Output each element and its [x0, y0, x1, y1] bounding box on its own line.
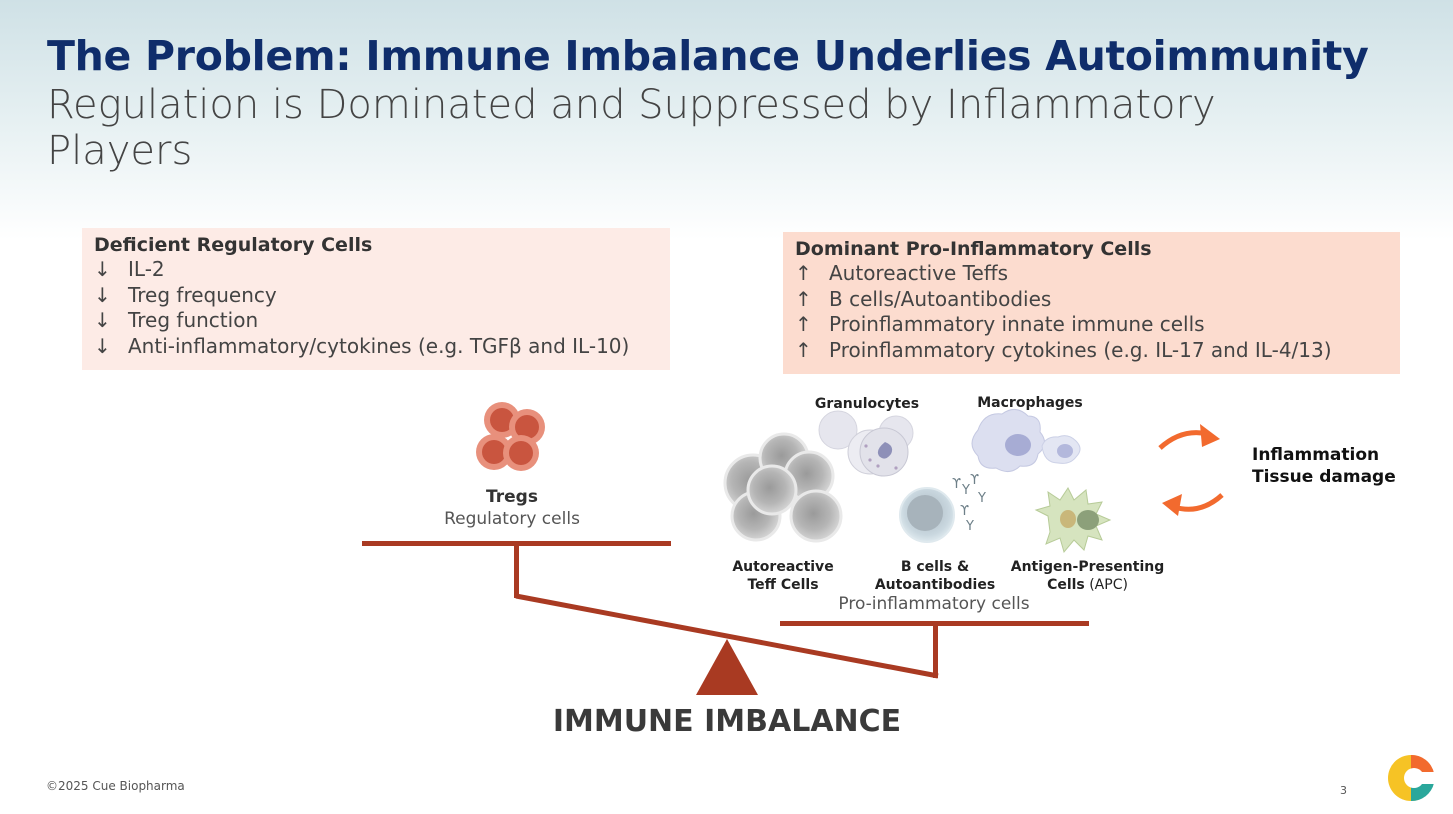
granulocytes-icon — [818, 410, 914, 477]
right-list-item: ↑Autoreactive Teffs — [795, 261, 1008, 285]
proinflammatory-cells-label: Pro-inflammatory cells — [838, 594, 1030, 614]
company-logo-icon — [1388, 754, 1436, 802]
svg-text:ϒ: ϒ — [970, 473, 979, 488]
left-list-item: ↓Treg frequency — [94, 282, 277, 307]
left-list-item: ↓IL-2 — [94, 257, 165, 281]
svg-text:Y: Y — [965, 519, 974, 534]
tregs-label: Tregs — [486, 487, 538, 507]
balance-scale-icon — [362, 541, 1089, 695]
svg-text:Y: Y — [977, 491, 986, 506]
left-list-item: ↓Anti-inflammatory/cytokines (e.g. TGFβ … — [94, 333, 630, 358]
dominant-proinflammatory-heading: Dominant Pro-Inflammatory Cells — [795, 238, 1152, 260]
slide-title: The Problem: Immune Imbalance Underlies … — [47, 32, 1369, 80]
dominant-proinflammatory-box: Dominant Pro-Inflammatory Cells ↑Autorea… — [783, 232, 1400, 374]
outcome-label: Inflammation Tissue damage — [1252, 445, 1396, 487]
down-arrow-icon: ↓ — [94, 282, 111, 307]
macrophages-icon — [971, 409, 1081, 472]
left-list-item: ↓Treg function — [94, 308, 259, 332]
immune-imbalance-label: IMMUNE IMBALANCE — [552, 704, 902, 739]
macrophages-label: Macrophages — [977, 395, 1083, 411]
svg-text:Y: Y — [961, 483, 970, 498]
teff-label: Autoreactive Teff Cells — [732, 559, 834, 593]
deficient-regulatory-heading: Deficient Regulatory Cells — [94, 234, 373, 256]
right-list-item: ↑Proinflammatory innate immune cells — [795, 312, 1205, 336]
down-arrow-icon: ↓ — [94, 333, 111, 358]
apc-label: Antigen-Presenting Cells (APC) — [1010, 559, 1165, 593]
svg-text:ϒ: ϒ — [952, 477, 961, 492]
b-cell-icon: ϒ Y ϒ Y ϒ Y — [899, 473, 986, 543]
tregs-description: Regulatory cells — [444, 509, 580, 529]
deficient-regulatory-box: Deficient Regulatory Cells ↓IL-2 ↓Treg f… — [82, 228, 670, 370]
teff-cells-icon — [723, 432, 843, 543]
right-list-item: ↑B cells/Autoantibodies — [795, 286, 1052, 311]
up-arrow-icon: ↑ — [795, 286, 812, 311]
up-arrow-icon: ↑ — [795, 261, 812, 285]
footer-copyright: ©2025 Cue Biopharma — [46, 779, 185, 793]
up-arrow-icon: ↑ — [795, 312, 812, 336]
page-number: 3 — [1340, 784, 1347, 797]
granulocytes-label: Granulocytes — [814, 396, 920, 412]
right-list-item: ↑Proinflammatory cytokines (e.g. IL-17 a… — [795, 337, 1332, 362]
up-arrow-icon: ↑ — [795, 337, 812, 362]
slide-subtitle: Regulation is Dominated and Suppressed b… — [47, 82, 1216, 174]
b-cell-label: B cells & Autoantibodies — [874, 559, 996, 593]
down-arrow-icon: ↓ — [94, 308, 111, 332]
treg-cells-icon — [476, 402, 545, 471]
down-arrow-icon: ↓ — [94, 257, 111, 281]
apc-cell-icon — [1034, 487, 1112, 554]
cycle-arrows-icon — [1158, 424, 1224, 516]
svg-text:ϒ: ϒ — [960, 504, 969, 519]
